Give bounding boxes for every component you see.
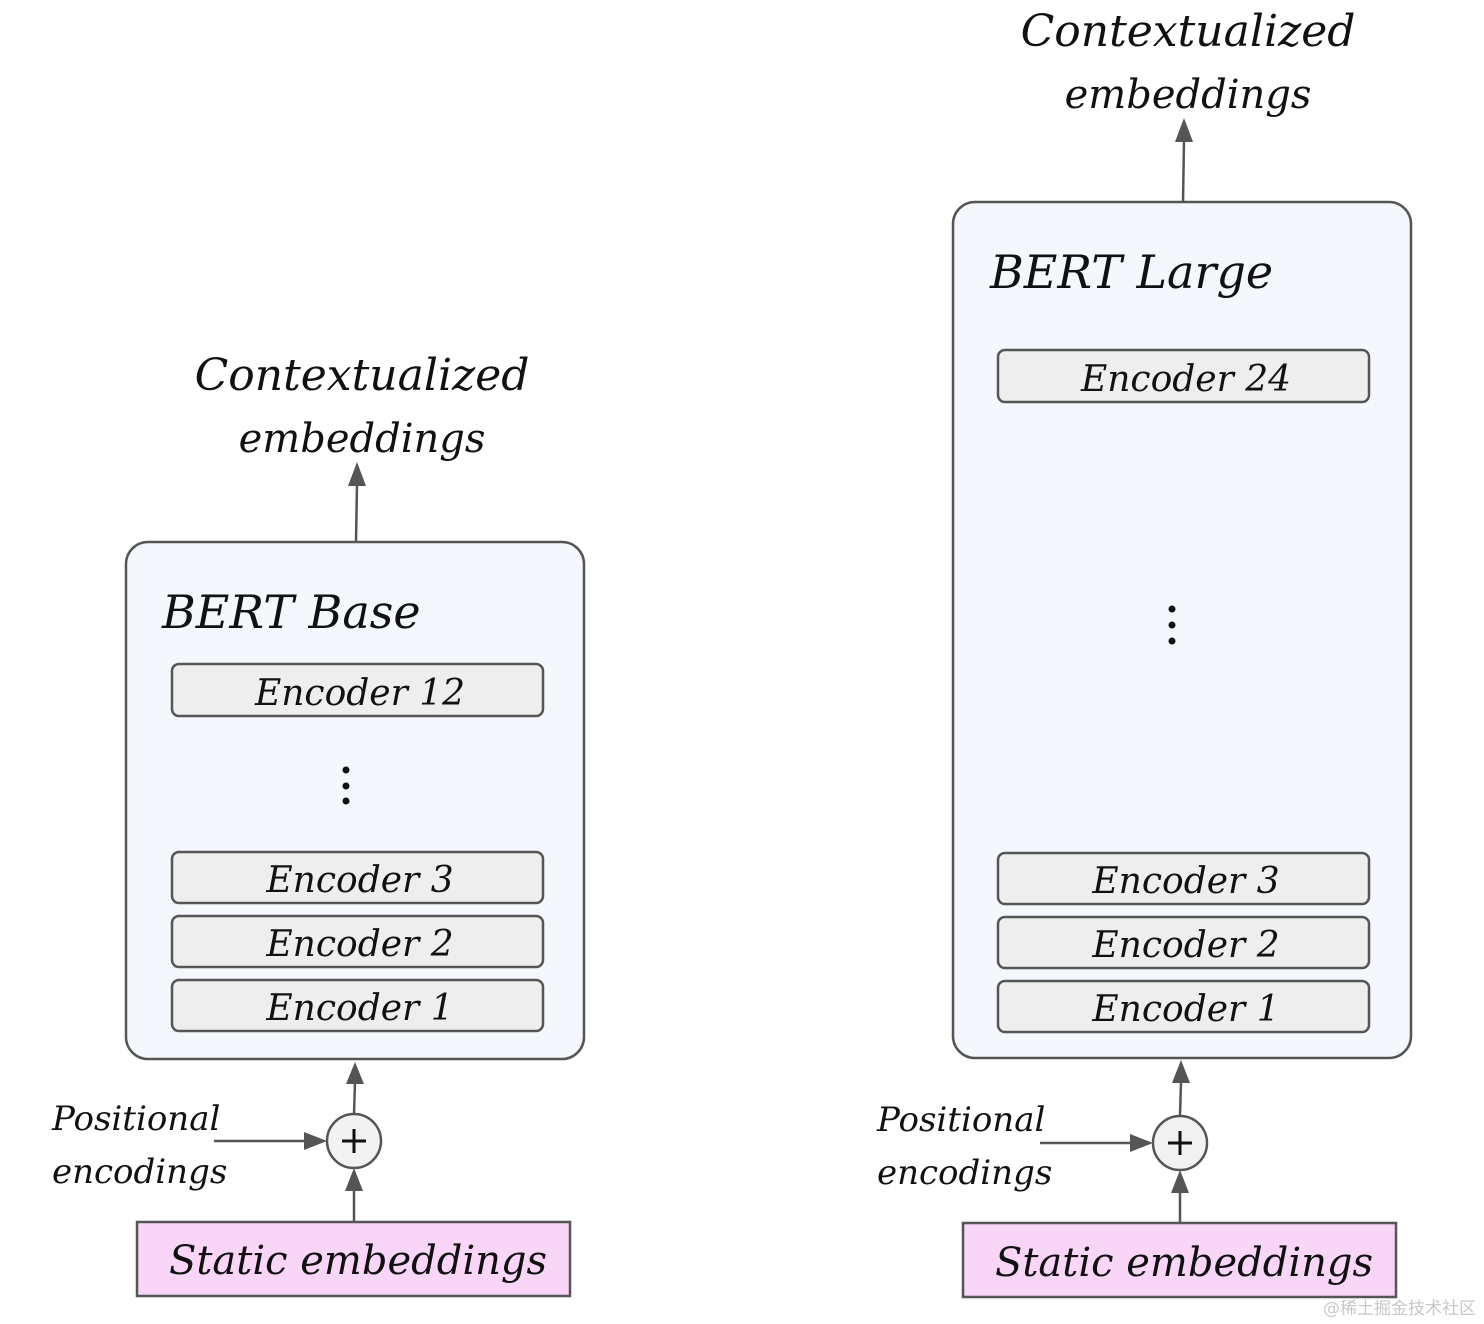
bert-base-positional-arrow	[214, 1132, 327, 1150]
bert-large-positional-label-line1: Positional	[876, 1100, 1045, 1140]
bert-base-encoder-1-label: Encoder 1	[265, 988, 453, 1029]
bert-large-encoder-2: Encoder 2	[996, 915, 1371, 970]
bert-base-positional-label-line1: Positional	[51, 1099, 220, 1139]
bert-base-static-embeddings-label: Static embeddings	[169, 1238, 547, 1284]
bert-base-positional-label-line2: encodings	[52, 1152, 227, 1192]
bert-large-add-node	[1151, 1114, 1209, 1172]
bert-large-positional-label-line2: encodings	[877, 1153, 1052, 1193]
bert-large-title: BERT Large	[989, 245, 1273, 299]
bert-large-ellipsis	[1168, 605, 1176, 645]
bert-base-ellipsis	[342, 766, 350, 805]
bert-large-encoder-3: Encoder 3	[996, 851, 1371, 906]
bert-large-encoder-1: Encoder 1	[996, 979, 1371, 1034]
bert-base-sum-to-model-arrow	[346, 1062, 364, 1115]
bert-large-encoder-24: Encoder 24	[996, 348, 1371, 404]
bert-large-encoder-2-label: Encoder 2	[1091, 925, 1279, 966]
bert-large-static-embeddings-label: Static embeddings	[995, 1240, 1373, 1286]
bert-base-encoder-12-label: Encoder 12	[254, 673, 465, 714]
bert-large-positional-arrow	[1040, 1134, 1153, 1152]
bert-large-output-arrow	[1175, 118, 1193, 203]
watermark: @稀土掘金技术社区	[1323, 1299, 1476, 1319]
bert-base-diagram: Contextualized embeddings BERT Base Enco…	[51, 350, 586, 1298]
bert-base-input-arrow	[345, 1168, 363, 1222]
bert-large-encoder-24-label: Encoder 24	[1080, 359, 1291, 400]
bert-base-add-node	[325, 1112, 383, 1170]
bert-large-input-arrow	[1171, 1170, 1189, 1223]
bert-base-encoder-3-label: Encoder 3	[265, 860, 453, 901]
bert-base-title: BERT Base	[161, 585, 421, 639]
bert-large-sum-to-model-arrow	[1172, 1060, 1190, 1116]
bert-large-output-label-line1: Contextualized	[1021, 6, 1356, 57]
bert-base-encoder-2: Encoder 2	[170, 914, 545, 969]
bert-base-encoder-12: Encoder 12	[170, 662, 545, 718]
bert-large-encoder-1-label: Encoder 1	[1091, 989, 1279, 1030]
bert-large-block	[951, 200, 1413, 1060]
bert-large-static-embeddings: Static embeddings	[961, 1221, 1398, 1299]
bert-base-output-label-line2: embeddings	[239, 416, 486, 462]
bert-base-output-label-line1: Contextualized	[195, 350, 530, 401]
bert-base-encoder-1: Encoder 1	[170, 978, 545, 1033]
bert-base-encoder-3: Encoder 3	[170, 850, 545, 905]
bert-large-diagram: Contextualized embeddings BERT Large Enc…	[876, 6, 1413, 1299]
bert-base-static-embeddings: Static embeddings	[135, 1220, 572, 1298]
bert-base-encoder-2-label: Encoder 2	[265, 924, 453, 965]
bert-large-output-label-line2: embeddings	[1065, 72, 1312, 118]
bert-large-encoder-3-label: Encoder 3	[1091, 861, 1279, 902]
bert-base-output-arrow	[348, 462, 366, 543]
